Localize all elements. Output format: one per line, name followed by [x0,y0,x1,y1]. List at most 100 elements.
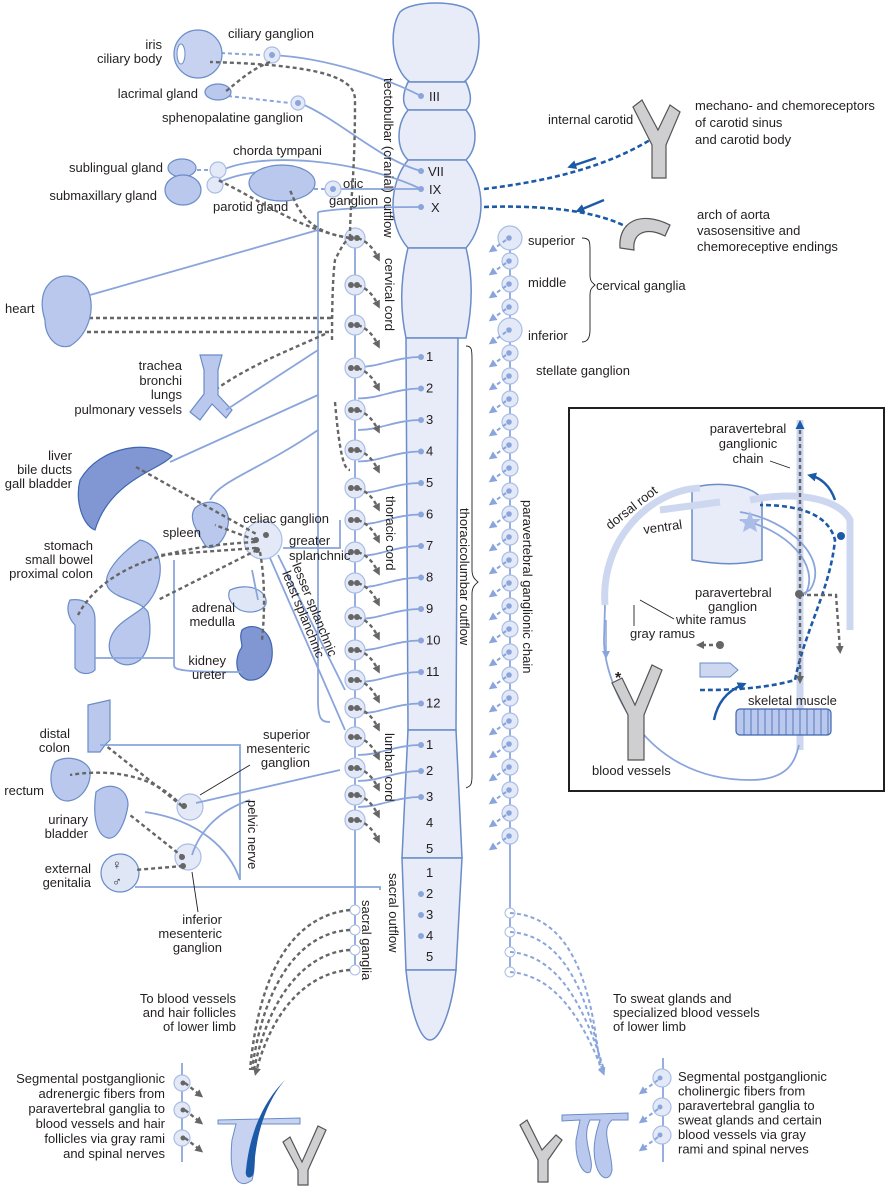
lacrimal-gland [204,83,232,101]
cranial-labels: iris ciliary body ciliary ganglion lacri… [49,26,396,238]
blood-vessel-right [519,1119,563,1183]
label-sup-mes-3: ganglion [261,755,310,770]
left-description-line: follicles via gray rami [44,1131,165,1146]
right-postganglionic [488,791,507,805]
abdominal-fibers [69,229,381,890]
label-colon: colon [39,740,70,755]
postganglionic-fiber [357,735,380,761]
label-adrenal: adrenal [192,600,235,615]
label-rectum: rectum [4,783,44,798]
label-small-bowel: small bowel [25,552,93,567]
eye [173,29,223,79]
postganglionic-fiber [357,366,380,392]
hair-shaft [245,1080,285,1178]
thoracic-segment-11: 11 [426,664,440,679]
visceral-labels: heart trachea bronchi lungs pulmonary ve… [4,301,351,955]
preganglionic-fiber [357,450,422,463]
right-description-line: Segmental postganglionic [678,1069,827,1084]
inset-label-chain-3: chain [732,451,763,466]
pons-segment [398,109,476,161]
label-left-caption-1: To blood vessels [140,991,237,1006]
thoracic-segment-4: 4 [426,444,433,459]
postganglionic-fibers-upper [80,60,357,472]
sacral-segment-4: 4 [426,928,433,943]
preganglionic-fiber [357,419,422,431]
kidney [236,626,273,681]
right-sympathetic-ganglia [488,225,523,978]
label-right-caption-3: of lower limb [613,1019,686,1034]
right-postganglionic [488,239,507,253]
label-bladder: bladder [45,826,89,841]
cord-region-labels: cervical cord thoracic cord lumbar cord … [359,258,535,981]
left-description-line: paravertebral ganglia to [28,1101,165,1116]
sublingual-ganglion [209,161,227,179]
inset-paravertebral-ganglion [699,662,739,678]
label-internal-carotid: internal carotid [548,112,633,127]
preganglionic-fiber [357,796,422,808]
conus-tip [405,969,457,1041]
sublingual-gland [167,158,197,178]
label-spleen: spleen [163,525,201,540]
sacral-segment-2: 2 [426,886,433,901]
label-parotid-gland: parotid gland [213,199,288,214]
sacral-ganglion [349,904,361,916]
inset-label-chain-1: paravertebral [710,421,787,436]
label-carotid-2: of carotid sinus [695,115,783,130]
left-sympathetic-ganglia [344,227,422,976]
sacral-ganglion [349,964,361,976]
thoracic-segment-6: 6 [426,507,433,522]
label-inferior: inferior [528,328,568,343]
sacral-segment-dot [418,933,424,939]
thoracic-segment-5: 5 [426,475,433,490]
thoracic-segment-2: 2 [426,381,433,396]
inset-spinal-nerve [749,492,854,630]
liver [77,446,173,531]
cervical-brace [581,237,596,343]
right-postganglionic [488,377,507,391]
right-postganglionic [488,538,507,552]
right-postganglionic [488,354,507,368]
right-postganglionic [488,561,507,575]
rectum [50,757,91,802]
label-splanchnic: splanchnic [289,548,351,563]
inset-label-blood-vessels: blood vessels [592,763,671,778]
sacral-segment-3: 3 [426,907,433,922]
urinary-bladder [94,785,129,839]
label-thoracic-cord: thoracic cord [383,496,398,570]
sacral-ganglion [349,924,361,936]
sacral-segment-dot [418,891,424,897]
superior-mesenteric-ganglion [176,793,204,821]
label-genitalia: genitalia [43,875,92,890]
thoracolumbar-brace [465,345,479,789]
nerve-VII: VII [428,164,444,179]
lumbar-segment-3: 3 [426,789,433,804]
thoracic-segment-1: 1 [426,349,433,364]
right-description-line: blood vessels via gray [678,1127,806,1142]
label-urinary: urinary [48,812,88,827]
label-trachea: trachea [139,358,183,373]
postganglionic-fiber [357,448,380,474]
inset-label-ganglion-2: ganglion [708,599,757,614]
inset-label-asterisk: * [615,670,622,687]
right-postganglionic [488,630,507,644]
label-sublingual-gland: sublingual gland [69,160,163,175]
label-stomach: stomach [44,538,93,553]
thoracic-segment-8: 8 [426,570,433,585]
right-postganglionic [488,446,507,460]
label-kidney: kidney [188,653,226,668]
right-postganglionic [488,584,507,598]
external-genitalia [100,853,140,893]
sacral-ganglion [349,944,361,956]
sweat-gland [561,1112,629,1179]
label-right-caption-1: To sweat glands and [613,991,732,1006]
label-external: external [45,861,91,876]
postganglionic-fiber [357,408,380,434]
inset-ventral-root [659,498,721,514]
label-pulmonary-vessels: pulmonary vessels [74,402,182,417]
brainstem-top [392,2,480,83]
right-postganglionic [488,699,507,713]
label-lungs: lungs [151,387,183,402]
label-chorda-tympani: chorda tympani [233,143,322,158]
female-symbol-icon: ♀ [112,857,122,872]
